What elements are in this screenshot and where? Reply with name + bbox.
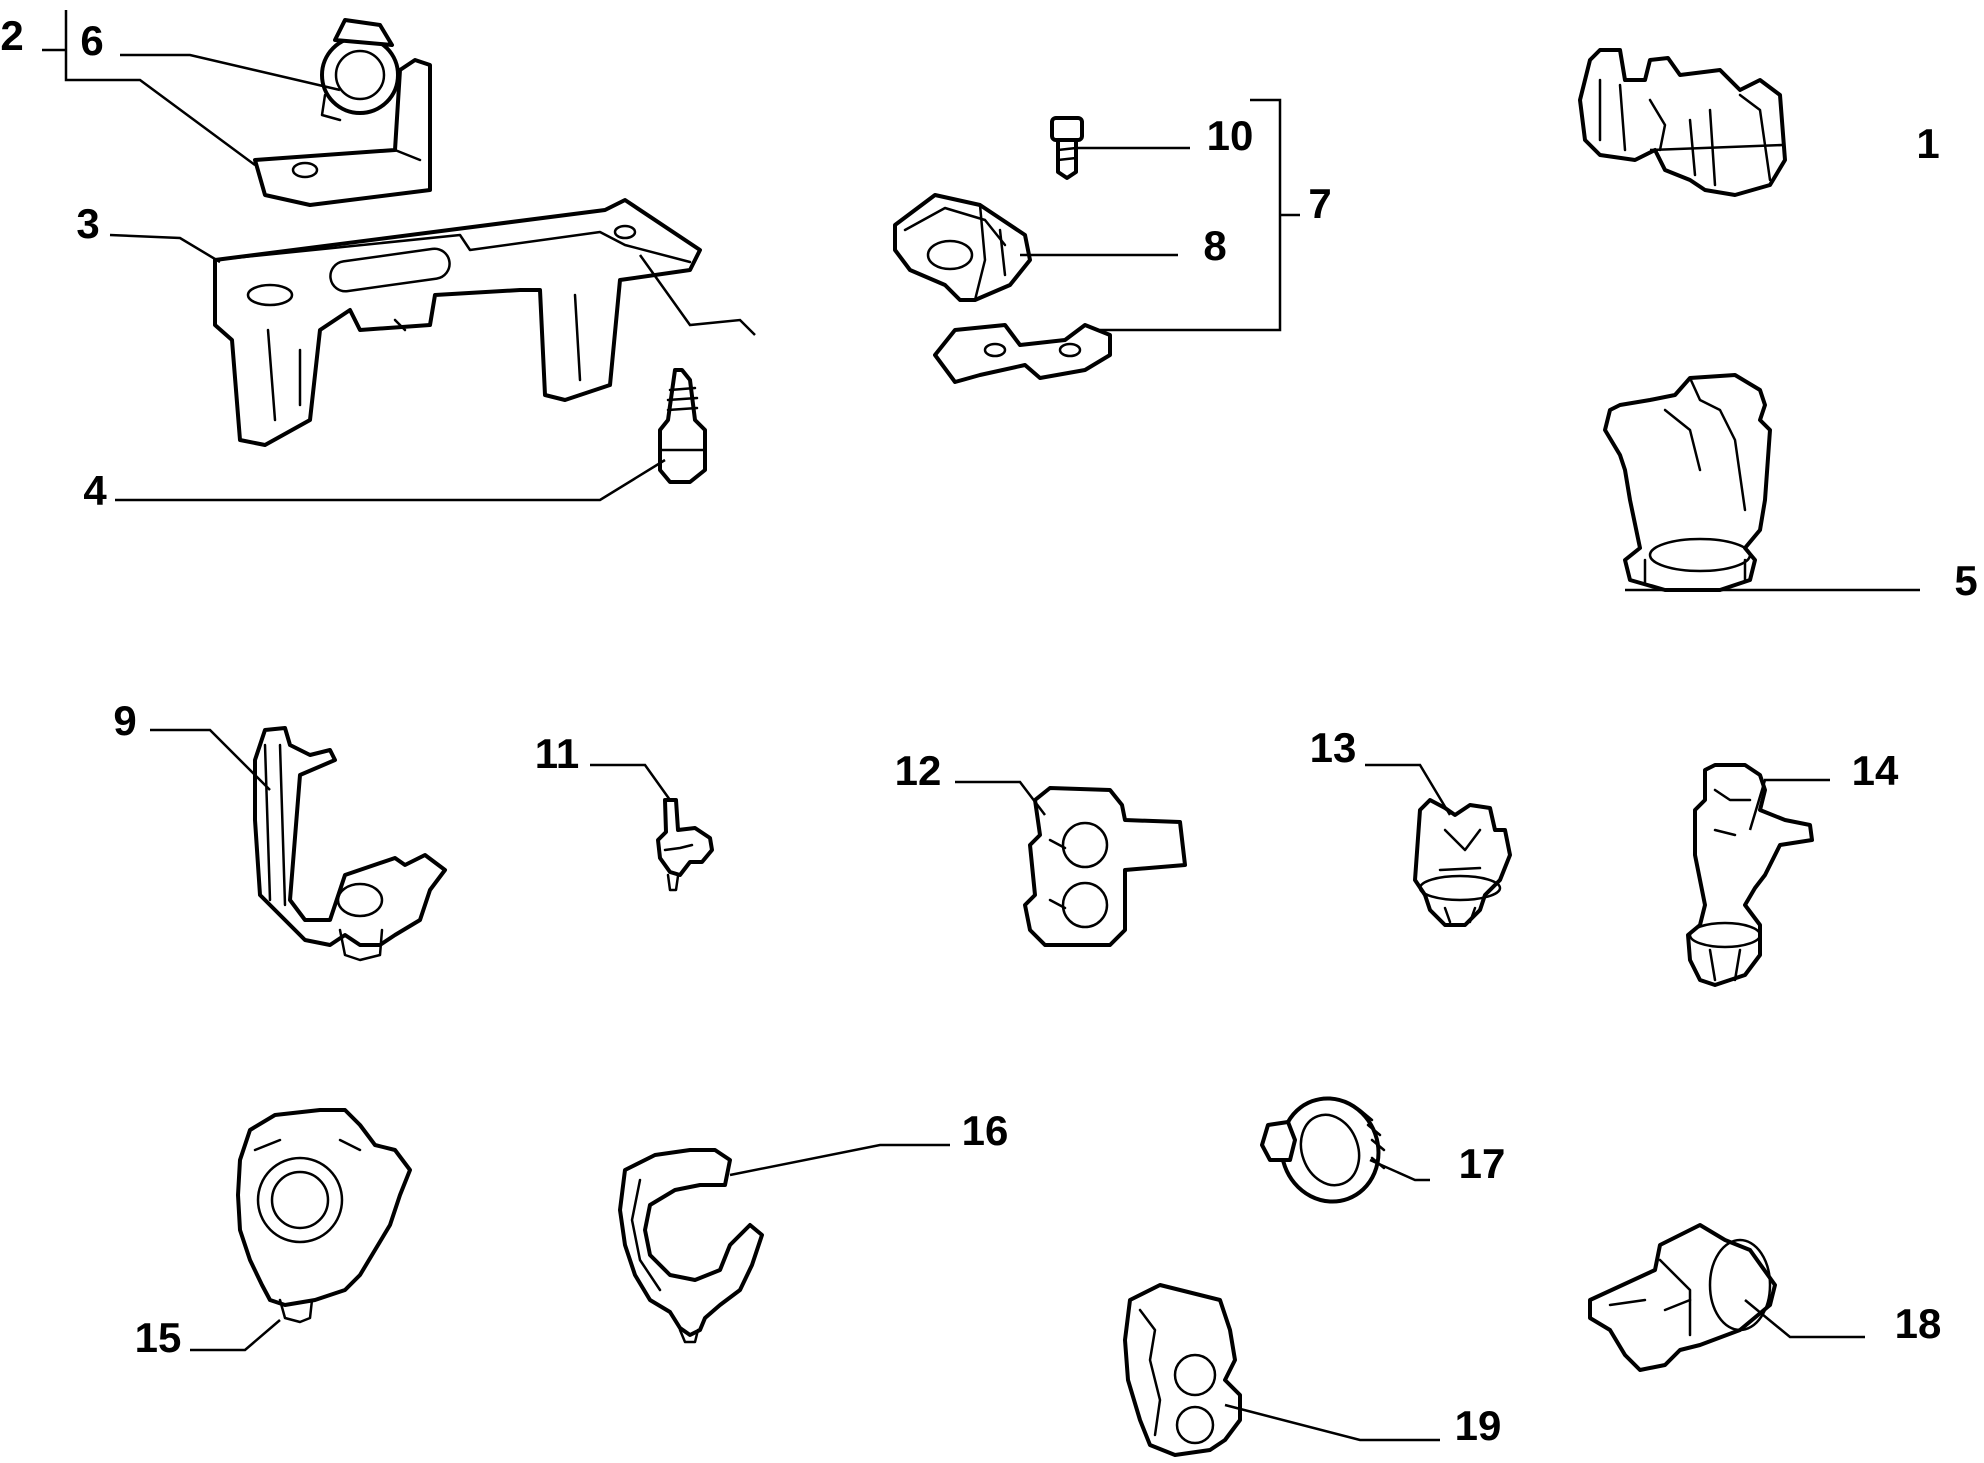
callout-7: 7 [1308, 180, 1331, 227]
callout-16: 16 [962, 1107, 1009, 1154]
part-14-stem-clip [1686, 763, 1814, 987]
leader-14 [1748, 778, 1830, 831]
leader-17 [1369, 1158, 1430, 1182]
callout-11: 11 [535, 730, 579, 777]
leader-18 [1744, 1299, 1865, 1339]
leader-11 [590, 763, 672, 801]
part-6-bracket-clip [253, 18, 432, 207]
callout-8: 8 [1203, 222, 1226, 269]
part-19-block-clip [1123, 1283, 1242, 1457]
leader-4 [115, 458, 666, 502]
callout-12: 12 [895, 747, 942, 794]
part-18-flat-clip [1588, 1223, 1777, 1372]
part-15-round-clip [236, 1108, 412, 1324]
part-1-double-clip [1578, 48, 1787, 197]
leader-19 [1224, 1403, 1440, 1442]
part-4-stud [658, 368, 707, 484]
part-8-clip [893, 193, 1032, 302]
callout-5: 5 [1954, 557, 1977, 604]
callout-6: 6 [80, 17, 103, 64]
part-5-base-clip [1603, 373, 1772, 592]
callout-13: 13 [1310, 724, 1357, 771]
callout-15: 15 [135, 1314, 182, 1361]
part-12-block-clip [1023, 786, 1187, 947]
leader-3b [638, 254, 756, 336]
callout-numbers: 1 2 3 4 5 6 7 8 9 10 11 12 13 14 15 16 1… [0, 12, 1977, 1449]
part-13-push-clip [1413, 798, 1512, 927]
leader-lines [42, 10, 1920, 1442]
leader-1 [1649, 143, 1784, 152]
leader-16 [729, 1143, 950, 1177]
callout-18: 18 [1895, 1300, 1942, 1347]
leader-2-bracket [42, 10, 256, 167]
callout-17: 17 [1459, 1140, 1506, 1187]
callout-3: 3 [76, 200, 99, 247]
callout-2: 2 [0, 12, 23, 59]
callout-9: 9 [113, 697, 136, 744]
part-10-bolt [1050, 116, 1084, 180]
leader-15 [190, 1319, 281, 1352]
callout-10: 10 [1207, 112, 1254, 159]
part-3-main-bracket [213, 198, 702, 447]
callout-1: 1 [1916, 120, 1939, 167]
leader-12 [955, 780, 1046, 816]
part-16-c-clip [618, 1148, 764, 1344]
part-9-bent-clip [253, 726, 447, 962]
callout-4: 4 [83, 467, 107, 514]
leader-7-bracket [1100, 98, 1300, 332]
part-11-small-clip [656, 798, 714, 892]
leader-6 [120, 53, 341, 92]
leader-3 [109, 233, 221, 264]
leader-13 [1365, 763, 1452, 816]
part-7-plate [933, 323, 1112, 384]
callout-14: 14 [1852, 747, 1899, 794]
callout-19: 19 [1455, 1402, 1502, 1449]
leader-9 [150, 728, 271, 791]
part-17-hose-clamp [1260, 1096, 1386, 1204]
